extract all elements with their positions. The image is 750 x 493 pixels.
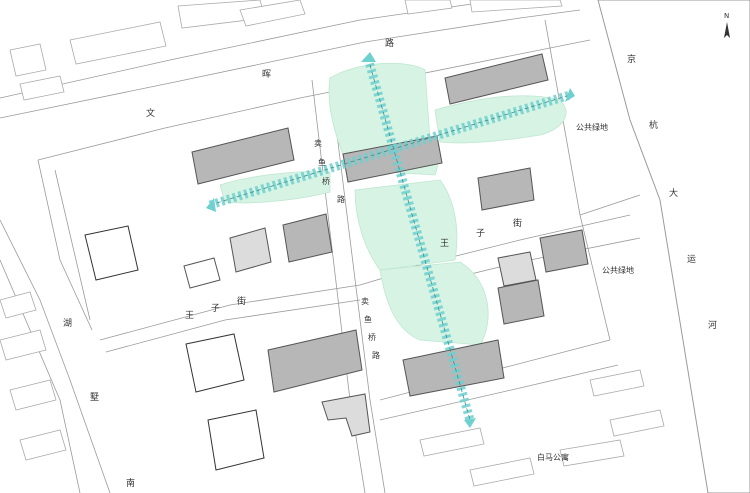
context-buildings-right (0, 291, 665, 487)
lane-upper-char-2: 鱼 (318, 157, 326, 167)
outline-buildings (84, 225, 265, 471)
lane-lower-char-2: 鱼 (364, 314, 372, 324)
buildings (183, 53, 589, 437)
canal-char-4: 运 (687, 254, 696, 265)
road-west-char-3: 南 (126, 477, 135, 489)
building-k (497, 279, 545, 325)
building-a (191, 127, 295, 185)
canal-char-2: 杭 (649, 119, 658, 131)
apartment-label: 白马公寓 (537, 452, 569, 462)
road-north-char-3: 路 (385, 37, 394, 49)
street-left-char-1: 王 (185, 310, 194, 321)
green-label-lower: 公共绿地 (602, 265, 634, 275)
street-left-char-2: 子 (211, 303, 220, 314)
building-f (229, 227, 272, 273)
street-left-char-3: 街 (237, 295, 246, 307)
canal-char-1: 京 (627, 53, 636, 65)
lane-upper-char-1: 卖 (314, 139, 322, 148)
building-m (321, 393, 371, 437)
context-buildings-top (9, 0, 563, 101)
north-arrow: N (724, 12, 730, 38)
building-h (267, 329, 363, 393)
building-l (497, 251, 537, 287)
north-arrow-icon (724, 22, 730, 38)
road-north-char-2: 晖 (262, 69, 271, 80)
green-label-upper: 公共绿地 (576, 122, 608, 132)
building-g (183, 257, 221, 289)
lane-lower-char-1: 卖 (361, 297, 369, 306)
building-i (402, 339, 505, 397)
lane-upper-char-3: 桥 (322, 176, 330, 186)
map-labels: 文 晖 路 京 杭 大 运 河 王 子 街 王 子 街 卖 鱼 桥 路 卖 鱼 … (63, 37, 717, 489)
building-e (282, 213, 333, 263)
lane-lower-char-4: 路 (372, 350, 380, 360)
street-right-char-3: 街 (513, 217, 522, 229)
building-d (477, 167, 535, 211)
road-north-char-1: 文 (146, 107, 155, 119)
canal-char-5: 河 (708, 319, 717, 331)
landscape-axes (206, 52, 575, 428)
lane-upper-char-4: 路 (337, 194, 345, 204)
building-j (539, 229, 589, 273)
street-right-char-1: 王 (440, 238, 449, 249)
road-west-char-2: 墅 (90, 392, 99, 403)
building-c (444, 53, 549, 105)
north-label: N (724, 12, 729, 20)
street-right-char-2: 子 (476, 228, 485, 239)
road-west-char-1: 湖 (63, 318, 72, 329)
grand-canal (597, 0, 750, 493)
canal-char-3: 大 (669, 187, 678, 199)
lane-lower-char-3: 桥 (368, 332, 376, 342)
